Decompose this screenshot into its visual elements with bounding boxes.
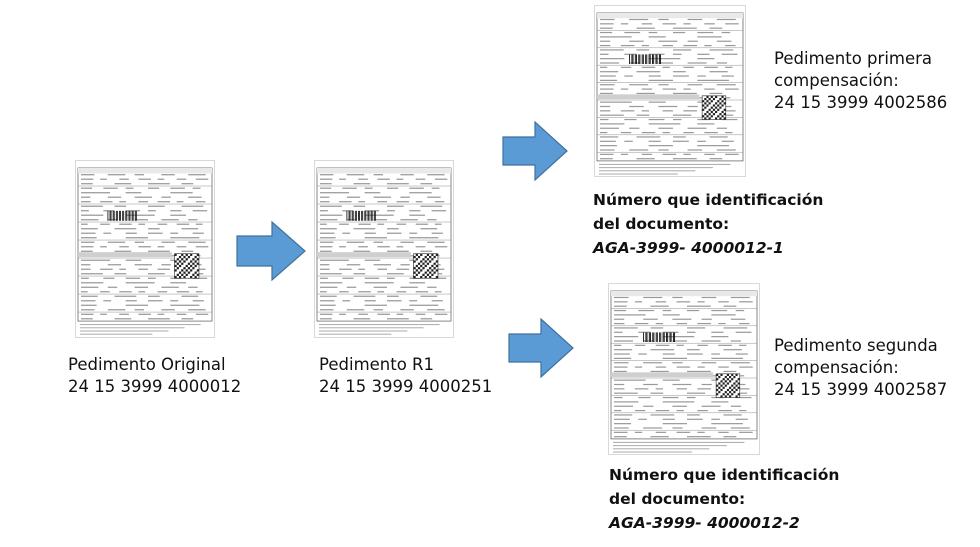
identificacion-primera-line1: Número que identificación	[593, 191, 824, 209]
pedimento-original-number: 24 15 3999 4000012	[68, 377, 242, 396]
pedimento-segunda-title-line2: compensación:	[774, 358, 899, 377]
identificacion-segunda-line2: del documento:	[609, 490, 746, 508]
label-pedimento-r1: Pedimento R1 24 15 3999 4000251	[319, 354, 492, 398]
document-thumbnail-primera	[594, 5, 746, 177]
document-thumbnail-r1	[314, 160, 454, 338]
pedimento-r1-number: 24 15 3999 4000251	[319, 377, 493, 396]
pedimento-original-title: Pedimento Original	[68, 355, 226, 374]
label-pedimento-segunda: Pedimento segunda compensación: 24 15 39…	[774, 335, 947, 401]
pedimento-r1-title: Pedimento R1	[319, 355, 435, 374]
pedimento-segunda-title-line1: Pedimento segunda	[774, 336, 938, 355]
label-identificacion-primera: Número que identificación del documento:…	[593, 188, 823, 260]
arrow-r1-to-segunda	[508, 318, 574, 378]
pedimento-primera-number: 24 15 3999 4002586	[774, 93, 948, 112]
identificacion-primera-code: AGA-3999- 4000012-1	[593, 239, 784, 257]
pedimento-primera-title-line2: compensación:	[774, 71, 899, 90]
document-page-graphic	[608, 283, 760, 455]
document-thumbnail-segunda	[608, 283, 760, 455]
pedimento-primera-title-line1: Pedimento primera	[774, 49, 933, 68]
identificacion-primera-line2: del documento:	[593, 215, 730, 233]
identificacion-segunda-code: AGA-3999- 4000012-2	[609, 514, 800, 532]
document-page-graphic	[75, 160, 215, 338]
document-page-graphic	[314, 160, 454, 338]
label-pedimento-primera: Pedimento primera compensación: 24 15 39…	[774, 48, 947, 114]
document-page-graphic	[594, 5, 746, 177]
label-pedimento-original: Pedimento Original 24 15 3999 4000012	[68, 354, 241, 398]
document-thumbnail-original	[75, 160, 215, 338]
identificacion-segunda-line1: Número que identificación	[609, 466, 840, 484]
arrow-original-to-r1	[236, 221, 306, 281]
label-identificacion-segunda: Número que identificación del documento:…	[609, 463, 839, 535]
arrow-r1-to-primera	[502, 121, 568, 181]
pedimento-segunda-number: 24 15 3999 4002587	[774, 380, 948, 399]
